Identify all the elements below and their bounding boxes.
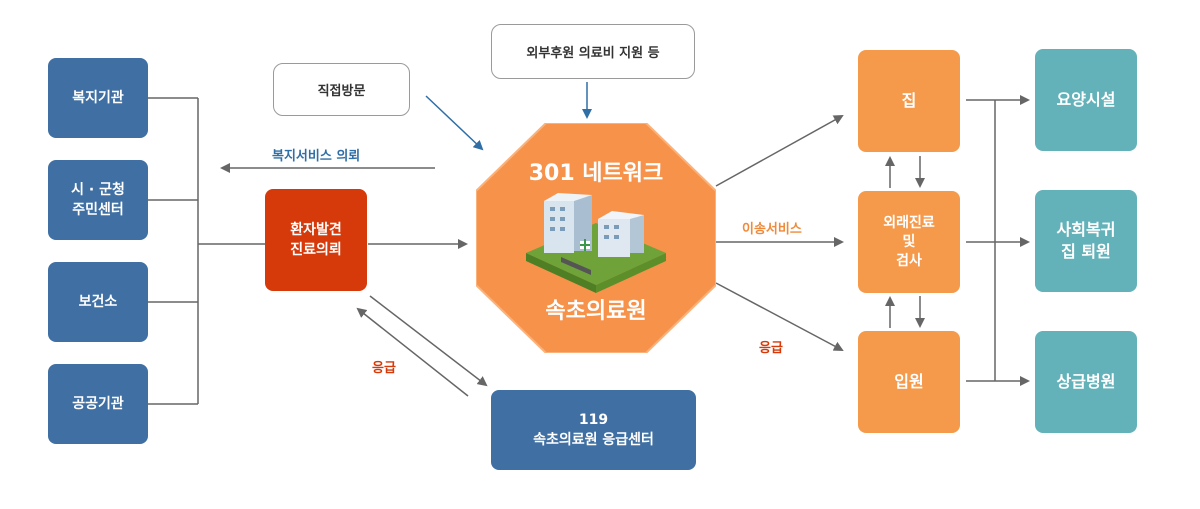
patient-referral-box: 환자발견 진료의뢰 xyxy=(265,189,367,291)
nursing-facility-box: 요양시설 xyxy=(1035,49,1137,151)
emergency-arrow-down xyxy=(369,295,488,387)
external-support-box: 외부후원 의료비 지원 등 xyxy=(491,24,695,79)
welfare-agency-box: 복지기관 xyxy=(48,58,148,138)
higher-hospital-box: 상급병원 xyxy=(1035,331,1137,433)
public-agency-box: 공공기관 xyxy=(48,364,148,444)
to-admission-arrow xyxy=(715,282,844,351)
emergency-arrow-up xyxy=(356,307,469,397)
direct-visit-box: 직접방문 xyxy=(273,63,410,116)
transport-label: 이송서비스 xyxy=(742,222,802,237)
emergency-label-left: 응급 xyxy=(372,361,396,376)
health-center-box: 보건소 xyxy=(48,262,148,342)
social-return-box: 사회복귀 집 퇴원 xyxy=(1035,190,1137,292)
emergency-label-right: 응급 xyxy=(759,341,783,356)
to-home-arrow xyxy=(715,115,844,187)
community-center-box: 시 · 군청 주민센터 xyxy=(48,160,148,240)
emergency-center-box: 119 속초의료원 응급센터 xyxy=(491,390,696,470)
home-box: 집 xyxy=(858,50,960,152)
hospital-building-icon xyxy=(526,193,666,293)
network-octagon: 301 네트워크 속초의료원 xyxy=(476,123,716,353)
admission-box: 입원 xyxy=(858,331,960,433)
outpatient-box: 외래진료 및 검사 xyxy=(858,191,960,293)
network-title: 301 네트워크 xyxy=(528,161,664,186)
welfare-request-label: 복지서비스 의뢰 xyxy=(272,149,361,164)
direct-visit-arrow xyxy=(425,95,484,151)
octagon-shape xyxy=(476,123,716,353)
hospital-name: 속초의료원 xyxy=(545,299,647,324)
